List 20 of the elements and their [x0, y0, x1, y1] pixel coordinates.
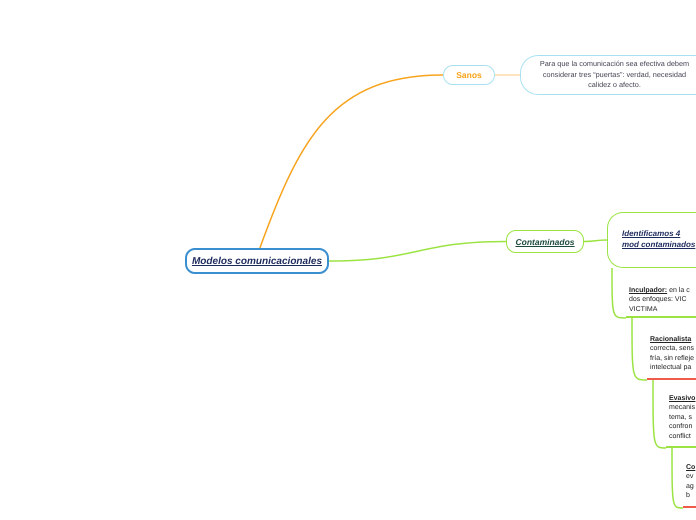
- connector-line: [652, 380, 666, 449]
- connector-line: [328, 240, 506, 262]
- subtopic-item: [647, 334, 696, 380]
- connector-line: [495, 74, 520, 76]
- note-box: [520, 55, 696, 95]
- connector-line: [611, 268, 626, 319]
- central-topic-box: [185, 248, 329, 274]
- subtopic-item: [683, 462, 696, 508]
- connector-line: [631, 318, 647, 381]
- node-text: Identificamos 4 mod contaminados: [622, 229, 696, 251]
- subtopic-item: [666, 393, 696, 448]
- topic-box: [506, 230, 584, 253]
- subtopic-item: [626, 285, 696, 318]
- node-text: Modelos comunicacionales: [192, 256, 322, 266]
- connector-line: [259, 74, 444, 248]
- node-text: Contaminados: [515, 236, 575, 246]
- subtopic-box: [607, 212, 696, 268]
- connector-line: [584, 239, 607, 242]
- node-text: Sanos: [456, 70, 482, 80]
- topic-box: [443, 65, 495, 85]
